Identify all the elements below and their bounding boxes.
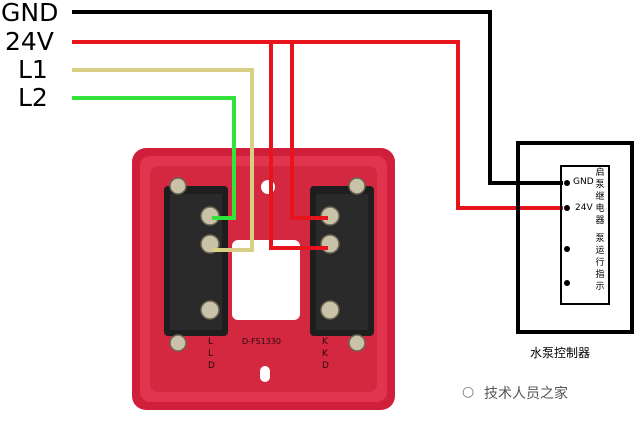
24v-wire-to-device-b <box>290 40 458 220</box>
l2-wire <box>72 96 236 220</box>
l2-label: L2 <box>18 83 48 112</box>
watermark-text: 技术人员之家 <box>484 386 568 402</box>
svg-text:D-FS1330: D-FS1330 <box>242 337 281 346</box>
wechat-icon: ○ <box>462 384 475 400</box>
controller-24v-terminal-label: 24V <box>575 203 593 213</box>
svg-text:L: L <box>208 337 213 347</box>
svg-text:D: D <box>322 361 329 371</box>
gnd-label: GND <box>1 0 59 27</box>
svg-text:K: K <box>322 337 329 347</box>
pump-controller-box <box>516 141 634 334</box>
svg-text:L: L <box>208 349 213 359</box>
device-model-text: D-FS1330 <box>242 337 281 346</box>
right-terminal-block <box>310 186 374 336</box>
svg-text:K: K <box>322 349 329 359</box>
pump-controller-terminal-strip <box>560 165 610 305</box>
24v-wire-to-device-a <box>269 42 328 250</box>
right-terminal-glyphs: K K D <box>322 337 329 371</box>
l1-wire <box>72 68 254 252</box>
svg-text:D: D <box>208 361 215 371</box>
l1-label: L1 <box>18 55 48 84</box>
24v-label: 24V <box>5 27 54 56</box>
gnd-wire <box>72 10 563 185</box>
left-terminal-glyphs: L L D <box>208 337 215 371</box>
controller-terminals <box>564 180 570 286</box>
pump-controller-caption: 水泵控制器 <box>530 346 591 360</box>
24v-wire-to-controller <box>72 40 563 210</box>
controller-gnd-terminal-label: GND <box>573 177 594 187</box>
